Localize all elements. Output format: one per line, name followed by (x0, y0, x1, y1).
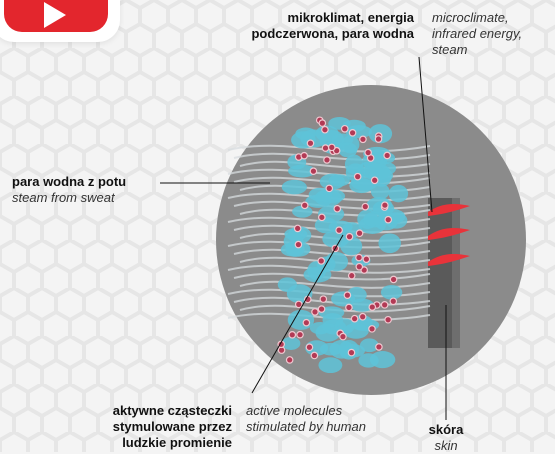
molecule-core (303, 319, 309, 325)
molecule-core (390, 298, 396, 304)
molecule-core (359, 314, 365, 320)
molecule-core (311, 352, 317, 358)
molecule-core (322, 127, 328, 133)
molecule-blob (318, 357, 342, 373)
molecule-core (289, 332, 295, 338)
molecule-core (385, 216, 391, 222)
molecule-core (354, 173, 360, 179)
molecule-core (390, 276, 396, 282)
molecule-core (363, 256, 369, 262)
molecule-blob (282, 180, 307, 195)
molecule-core (349, 130, 355, 136)
molecule-core (340, 333, 346, 339)
molecule-core (375, 136, 381, 142)
molecule-core (344, 292, 350, 298)
molecule-core (382, 202, 388, 208)
molecule-core (336, 227, 342, 233)
molecule-core (301, 152, 307, 158)
molecule-core (296, 301, 302, 307)
molecule-core (306, 344, 312, 350)
text-steam-en: steam from sweat (12, 190, 212, 206)
label-steam: para wodna z potu steam from sweat (12, 174, 212, 206)
molecule-core (369, 304, 375, 310)
molecule-core (324, 157, 330, 163)
molecule-core (369, 326, 375, 332)
molecule-blob (381, 285, 402, 300)
molecule-blob (389, 185, 408, 202)
molecule-core (334, 206, 340, 212)
molecule-core (310, 168, 316, 174)
label-microclimate-pl: mikroklimat, energia podczerwona, para w… (236, 10, 414, 42)
molecule-core (385, 317, 391, 323)
molecule-core (342, 126, 348, 132)
molecule-blob (331, 291, 355, 306)
molecule-core (319, 120, 325, 126)
text-molecules-pl: aktywne cząsteczki stymulowane przez lud… (72, 403, 232, 451)
molecule-blob (358, 353, 378, 367)
label-molecules-en: active molecules stimulated by human (246, 403, 386, 435)
molecule-core (376, 344, 382, 350)
molecule-core (362, 203, 368, 209)
molecule-core (356, 230, 362, 236)
molecule-core (295, 241, 301, 247)
molecule-core (356, 254, 362, 260)
molecule-blob (338, 142, 357, 157)
molecule-core (307, 140, 313, 146)
molecule-core (360, 136, 366, 142)
molecule-blob (343, 323, 368, 339)
molecule-core (346, 233, 352, 239)
molecule-core (346, 304, 352, 310)
molecule-core (384, 152, 390, 158)
text-microclimate-pl: mikroklimat, energia podczerwona, para w… (236, 10, 414, 42)
molecule-core (349, 272, 355, 278)
molecule-core (319, 214, 325, 220)
molecule-core (320, 296, 326, 302)
skin-layer (428, 198, 452, 348)
molecule-blob (349, 178, 373, 193)
molecule-blob (378, 233, 401, 253)
molecule-core (356, 264, 362, 270)
text-skin-pl: skóra (406, 422, 486, 438)
molecule-core (322, 145, 328, 151)
text-molecules-en: active molecules stimulated by human (246, 403, 386, 435)
molecule-core (348, 349, 354, 355)
molecule-core (294, 225, 300, 231)
molecule-core (318, 306, 324, 312)
molecule-core (302, 202, 308, 208)
molecule-blob (288, 310, 314, 330)
molecule-core (351, 315, 357, 321)
molecule-core (326, 185, 332, 191)
label-skin: skóra skin (406, 422, 486, 454)
molecule-core (297, 331, 303, 337)
molecule-blob (339, 340, 359, 360)
molecule-core (365, 149, 371, 155)
molecule-core (371, 177, 377, 183)
molecule-blob (278, 277, 297, 292)
label-molecules-pl: aktywne cząsteczki stymulowane przez lud… (72, 403, 232, 451)
molecule-core (286, 357, 292, 363)
molecule-core (312, 309, 318, 315)
molecule-blob (315, 217, 338, 233)
text-microclimate-en: microclimate, infrared energy, steam (432, 10, 552, 58)
molecule-core (381, 302, 387, 308)
label-microclimate-en: microclimate, infrared energy, steam (432, 10, 552, 58)
molecule-core (329, 144, 335, 150)
text-steam-pl: para wodna z potu (12, 174, 212, 190)
molecule-core (318, 258, 324, 264)
